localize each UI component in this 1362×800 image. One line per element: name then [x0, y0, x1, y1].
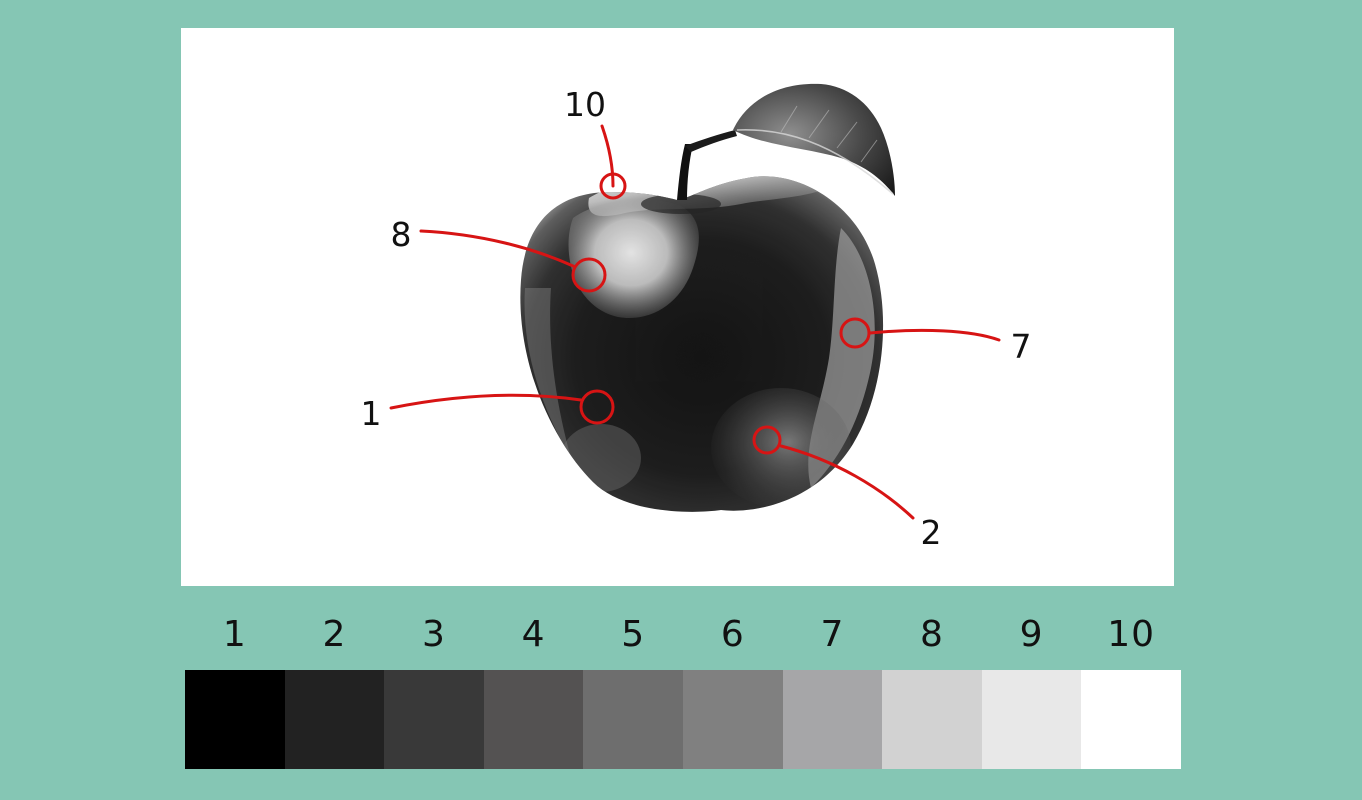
value-swatch-9 — [981, 670, 1082, 769]
value-scale-labels: 1 2 3 4 5 6 7 8 9 10 — [185, 610, 1181, 660]
value-swatch-3 — [384, 670, 484, 769]
callout-1: 1 — [361, 389, 615, 433]
callout-label-8: 8 — [391, 215, 412, 254]
callout-label-7: 7 — [1011, 327, 1032, 366]
value-swatch-10 — [1081, 670, 1181, 769]
apple-stem — [677, 144, 693, 200]
scale-label-4: 4 — [521, 614, 546, 655]
apple-shading — [520, 176, 884, 512]
value-swatch-5 — [583, 670, 683, 769]
value-swatch-7 — [782, 670, 883, 769]
value-swatch-1 — [185, 670, 285, 769]
apple-illustration: 10 8 7 1 2 — [361, 83, 1032, 552]
callout-7: 7 — [839, 317, 1032, 366]
value-scale-bar — [185, 670, 1181, 769]
scale-label-6: 6 — [720, 614, 745, 655]
value-swatch-4 — [483, 670, 584, 769]
value-swatch-2 — [284, 670, 385, 769]
illustration-panel: 10 8 7 1 2 — [181, 28, 1174, 586]
scale-label-10: 10 — [1107, 614, 1156, 655]
scale-label-7: 7 — [820, 614, 845, 655]
value-swatch-8 — [882, 670, 982, 769]
apple-leaf — [733, 83, 895, 196]
value-swatch-6 — [682, 670, 783, 769]
callout-2: 2 — [752, 425, 942, 552]
callout-label-10: 10 — [564, 85, 606, 124]
callout-label-1: 1 — [361, 394, 382, 433]
scale-label-3: 3 — [422, 614, 446, 655]
callout-8: 8 — [391, 215, 607, 293]
scale-label-2: 2 — [322, 614, 347, 655]
scale-label-8: 8 — [920, 614, 944, 655]
scale-label-5: 5 — [621, 614, 646, 655]
callout-10: 10 — [564, 85, 627, 200]
scale-label-9: 9 — [1019, 614, 1044, 655]
scale-label-1: 1 — [222, 614, 247, 655]
callout-label-2: 2 — [921, 513, 942, 552]
